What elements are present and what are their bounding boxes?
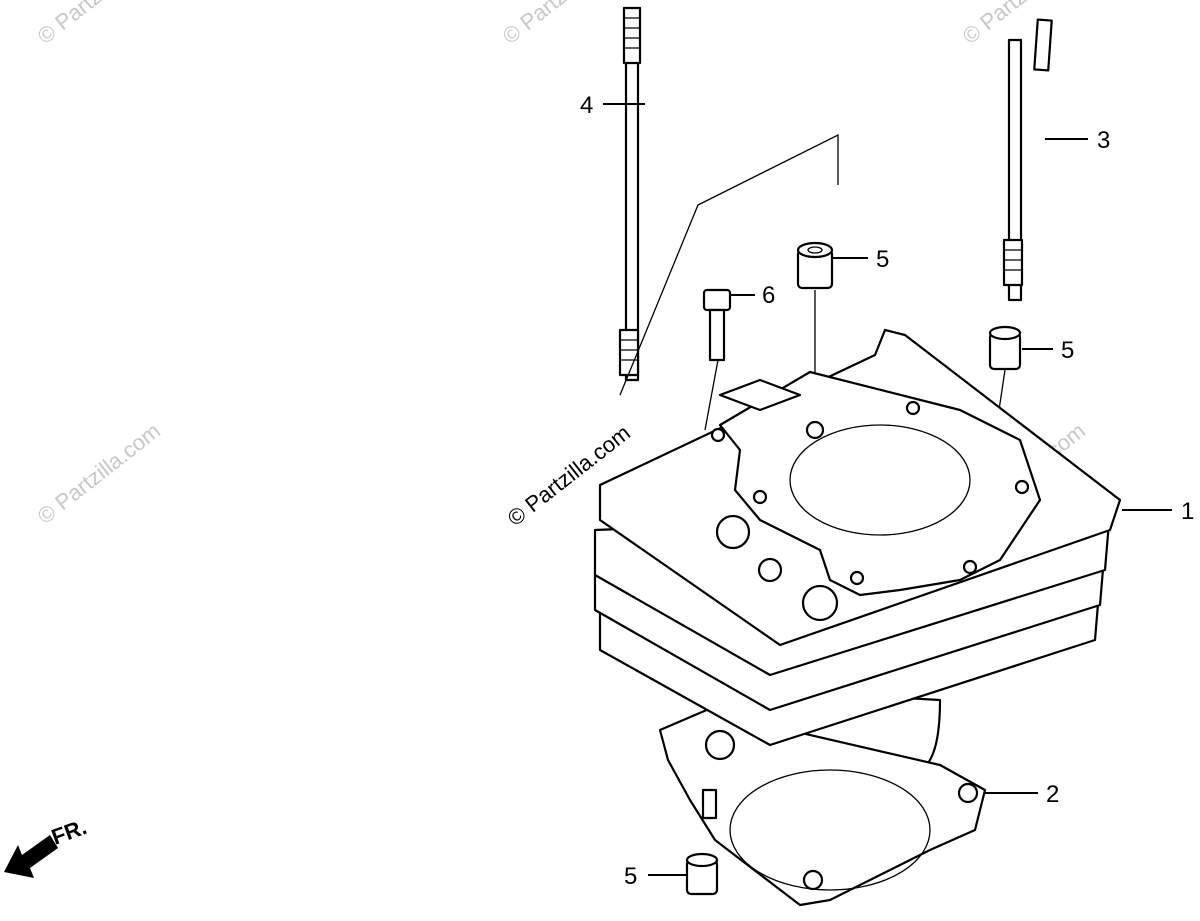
callout-1: 1 [1181,498,1194,525]
callout-3: 3 [1097,127,1110,154]
callout-5: 5 [1061,337,1074,364]
stud-bolt-4[interactable] [618,6,642,382]
callout-5: 5 [624,863,637,890]
arrow-icon [4,835,58,878]
callout-4: 4 [580,92,593,119]
callout-2: 2 [1046,781,1059,808]
callout-6: 6 [762,282,775,309]
front-direction-indicator: FR. [4,814,90,878]
watermark-faint: © Partzilla.com [958,0,1090,49]
watermark-faint: © Partzilla.com [33,0,165,49]
watermark-faint: © Partzilla.com [33,418,165,529]
stud-bolt-3[interactable] [1002,18,1053,302]
cylinder-1[interactable] [593,328,1122,907]
dowel-pin-5-bottom[interactable] [685,852,719,896]
callout-5: 5 [876,246,889,273]
bolt-6[interactable] [702,288,732,362]
guide-line [619,133,839,396]
dowel-pin-5-top[interactable] [796,241,834,290]
front-label: FR. [48,814,90,850]
watermark-faint: © Partzilla.com [498,0,630,49]
dowel-pin-small [701,788,718,820]
dowel-pin-5-right[interactable] [988,325,1022,371]
